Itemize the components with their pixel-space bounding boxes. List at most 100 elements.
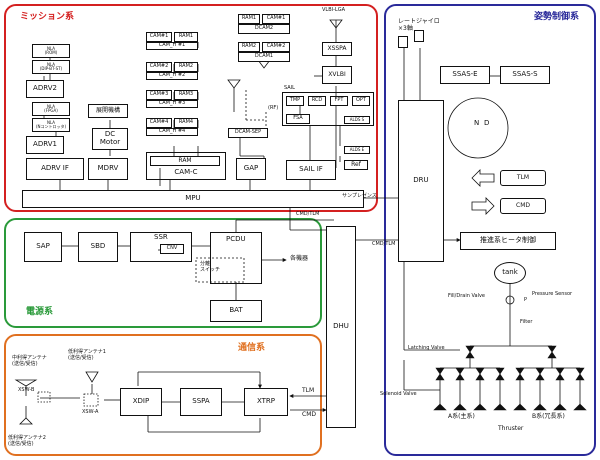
devices-label: 各機器 <box>290 255 309 262</box>
sail-group <box>282 92 374 126</box>
camh3: CAM_H #3 <box>146 100 198 108</box>
nla-box-4: NLA(Nコントロッタ) <box>32 118 70 132</box>
ram4: RAM4 <box>174 118 198 128</box>
gyro-box-2 <box>414 30 424 42</box>
rate-gyro: レートジャイロ ×3軸 <box>398 18 440 33</box>
p-sensor: P <box>524 297 528 303</box>
sun-d: D <box>484 119 490 127</box>
low-gain-antenna-2: 低利得アンテナ2 (送信/受信) <box>8 435 46 447</box>
nla-label: NLA <box>46 45 56 51</box>
mission-section <box>4 4 378 212</box>
dc-motor: DC Motor <box>92 128 128 150</box>
comm-section <box>4 334 322 456</box>
nla-sub: (DIP-BT-ST) <box>39 66 63 71</box>
filter: Filter <box>520 319 533 325</box>
cnv: CNV <box>160 244 184 254</box>
ram: RAM <box>150 156 220 166</box>
sspa: SSPA <box>180 388 222 416</box>
bat: BAT <box>210 300 262 322</box>
ram1: RAM1 <box>174 32 198 42</box>
mpu: MPU <box>22 190 364 208</box>
nla-label: NLA <box>46 119 56 125</box>
dcam2: DCAM2 <box>238 24 290 34</box>
xtrp: XTRP <box>244 388 288 416</box>
heater-control: 推進系ヒータ制御 <box>460 232 556 250</box>
ram2: RAM2 <box>174 62 198 72</box>
sail-label: SAIL <box>284 85 295 91</box>
mission-section-title: ミッション系 <box>20 12 75 22</box>
fill-drain-valve: Fill/Drain Valve <box>448 293 486 299</box>
dcam2-ram1: RAM1 <box>238 14 260 24</box>
nla-box-3: NLA(FPGA) <box>32 102 70 116</box>
b-system: B系(冗長系) <box>532 413 565 420</box>
comm-cmd: CMD <box>302 411 316 418</box>
tlm-box: TLM <box>500 170 546 186</box>
rf-label: (RF) <box>268 105 279 111</box>
attitude-section <box>384 4 596 456</box>
alds-s: ALDS S <box>344 116 370 124</box>
nla-sub: (ROM) <box>44 50 58 55</box>
sbd: SBD <box>78 232 118 262</box>
separation-switch: 分離 スイッチ <box>200 261 221 273</box>
solenoid-valve: Solenoid Valve <box>380 391 417 397</box>
cmd-tlm-label-1: CMD/TLM <box>296 211 320 217</box>
dcam-sep: DCAM-SEP <box>228 128 268 138</box>
ssas-e: SSAS-E <box>440 66 490 84</box>
fsa: FSA <box>286 114 310 124</box>
cmd-tlm-label-2: CMD/TLM <box>372 241 396 247</box>
alds-e: ALDS E <box>344 146 370 154</box>
nla-label: NLA <box>46 103 56 109</box>
dcam1-ram2: RAM2 <box>238 42 260 52</box>
deploy-mechanism: 展開機構 <box>88 104 128 118</box>
rcd: RCD <box>308 96 326 106</box>
sun-n: N <box>474 119 480 127</box>
comm-tlm: TLM <box>302 387 315 394</box>
ref: Ref <box>344 160 368 170</box>
comm-section-title: 通信系 <box>238 343 266 353</box>
sap: SAP <box>24 232 62 262</box>
pressure-sensor: Pressure Sensor <box>532 291 573 297</box>
cam1: CAM#1 <box>146 32 172 42</box>
dcam1: DCAM1 <box>238 52 290 62</box>
mdrv: MDRV <box>88 158 128 180</box>
cam2: CAM#2 <box>146 62 172 72</box>
low-gain-antenna-1: 低利得アンテナ1 (送信/受信) <box>68 349 106 361</box>
latching-valve: Latching Valve <box>408 345 445 351</box>
mid-gain-antenna: 中利得アンテナ (送信/受信) <box>12 355 47 367</box>
cmd-box: CMD <box>500 198 546 214</box>
a-system: A系(主系) <box>448 413 475 420</box>
tank: tank <box>494 262 526 284</box>
dcam2-cam1: CAM#1 <box>262 14 290 24</box>
cam4: CAM#4 <box>146 118 172 128</box>
sail-if: SAIL IF <box>286 160 336 180</box>
camh1: CAM_H #1 <box>146 42 198 50</box>
vlbi-lga-label: VLBI-LGA <box>322 7 345 13</box>
nla-sub: (FPGA) <box>44 108 58 113</box>
tmp: TMP <box>286 96 304 106</box>
nla-box-1: NLA(ROM) <box>32 44 70 58</box>
ram3: RAM3 <box>174 90 198 100</box>
adrv-if: ADRV IF <box>26 158 84 180</box>
ssr <box>130 232 192 262</box>
camh2: CAM_H #2 <box>146 72 198 80</box>
sun-sensor-label: サンプレゼンス <box>342 193 377 199</box>
xvlbi: XVLBI <box>322 66 352 84</box>
attitude-section-title: 姿勢制御系 <box>534 12 580 22</box>
dcam1-cam2: CAM#2 <box>262 42 290 52</box>
thruster: Thruster <box>498 425 524 432</box>
xdip: XDIP <box>120 388 162 416</box>
fpt: FPT <box>330 96 348 106</box>
power-section <box>4 218 322 328</box>
dhu: DHU <box>326 226 356 428</box>
adrv1: ADRV1 <box>26 136 64 154</box>
ssas-s: SSAS-S <box>500 66 550 84</box>
dru: DRU <box>398 100 444 262</box>
pcdu-label: PCDU <box>226 235 246 243</box>
xsw-b: XSW-B <box>18 387 35 393</box>
camc: CAM-C <box>146 152 226 180</box>
cam3: CAM#3 <box>146 90 172 100</box>
xsw-a: XSW-A <box>82 409 99 415</box>
xsspa: XSSPA <box>322 42 352 56</box>
nla-box-2: NLA(DIP-BT-ST) <box>32 60 70 74</box>
